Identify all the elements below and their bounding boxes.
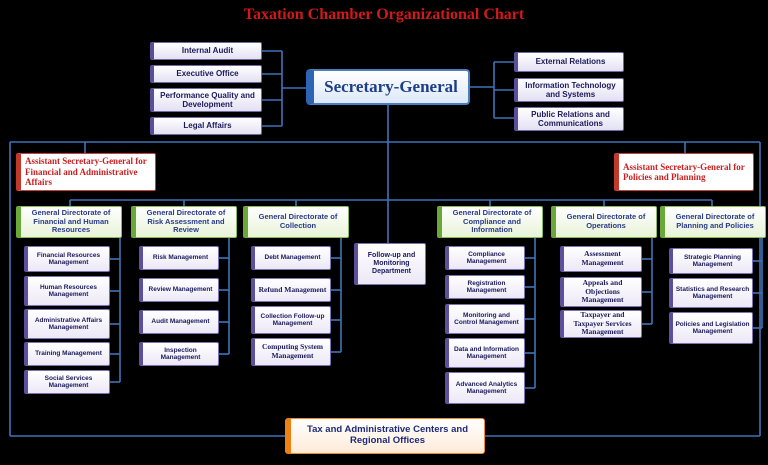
dept-data-information: Data and Information Management <box>445 338 525 368</box>
gd-risk-box: General Directorate of Risk Assessment a… <box>131 206 237 238</box>
dept-monitoring-control: Monitoring and Control Management <box>445 304 525 334</box>
gd-collection-box: General Directorate of Collection <box>243 206 349 238</box>
information-technology-box: Information Technology and Systems <box>514 78 624 102</box>
asg-financial-box: Assistant Secretary-General for Financia… <box>16 153 156 191</box>
executive-office-box: Executive Office <box>150 65 262 83</box>
dept-policies-legislation: Policies and Legislation Management <box>669 312 753 344</box>
dept-audit: Audit Management <box>139 310 219 334</box>
external-relations-box: External Relations <box>514 52 624 72</box>
chart-title: Taxation Chamber Organizational Chart <box>243 6 525 23</box>
dept-appeals-objections: Appeals and Objections Management <box>560 277 642 307</box>
dept-computing-system: Computing System Management <box>251 338 331 366</box>
gd-planning-box: General Directorate of Planning and Poli… <box>660 206 766 238</box>
dept-compliance: Compliance Management <box>445 246 525 270</box>
dept-advanced-analytics: Advanced Analytics Management <box>445 372 525 404</box>
followup-department-box: Follow-up and Monitoring Department <box>354 243 426 285</box>
secretary-general-box: Secretary-General <box>306 69 470 105</box>
public-relations-box: Public Relations and Communications <box>514 107 624 131</box>
dept-debt: Debt Management <box>251 246 331 270</box>
tax-centers-box: Tax and Administrative Centers and Regio… <box>285 418 485 454</box>
gd-compliance-box: General Directorate of Compliance and In… <box>437 206 543 238</box>
dept-human-resources: Human Resources Management <box>24 276 110 306</box>
performance-quality-box: Performance Quality and Development <box>150 88 262 112</box>
dept-inspection: Inspection Management <box>139 342 219 366</box>
asg-policies-box: Assistant Secretary-General for Policies… <box>614 153 754 191</box>
dept-financial-resources: Financial Resources Management <box>24 246 110 272</box>
dept-strategic-planning: Strategic Planning Management <box>669 248 753 274</box>
dept-social-services: Social Services Management <box>24 370 110 394</box>
dept-administrative-affairs: Administrative Affairs Management <box>24 309 110 339</box>
dept-statistics-research: Statistics and Research Management <box>669 278 753 308</box>
dept-collection-followup: Collection Follow-up Management <box>251 306 331 334</box>
dept-refund: Refund Management <box>251 278 331 302</box>
legal-affairs-box: Legal Affairs <box>150 117 262 135</box>
dept-assessment: Assessment Management <box>560 246 642 272</box>
dept-registration: Registration Management <box>445 275 525 299</box>
dept-risk: Risk Management <box>139 246 219 270</box>
dept-training: Training Management <box>24 342 110 366</box>
internal-audit-box: Internal Audit <box>150 42 262 60</box>
gd-operations-box: General Directorate of Operations <box>551 206 657 238</box>
dept-taxpayer-services: Taxpayer and Taxpayer Services Managemen… <box>560 310 642 338</box>
gd-financial-hr-box: General Directorate of Financial and Hum… <box>16 206 122 238</box>
dept-review: Review Management <box>139 278 219 302</box>
